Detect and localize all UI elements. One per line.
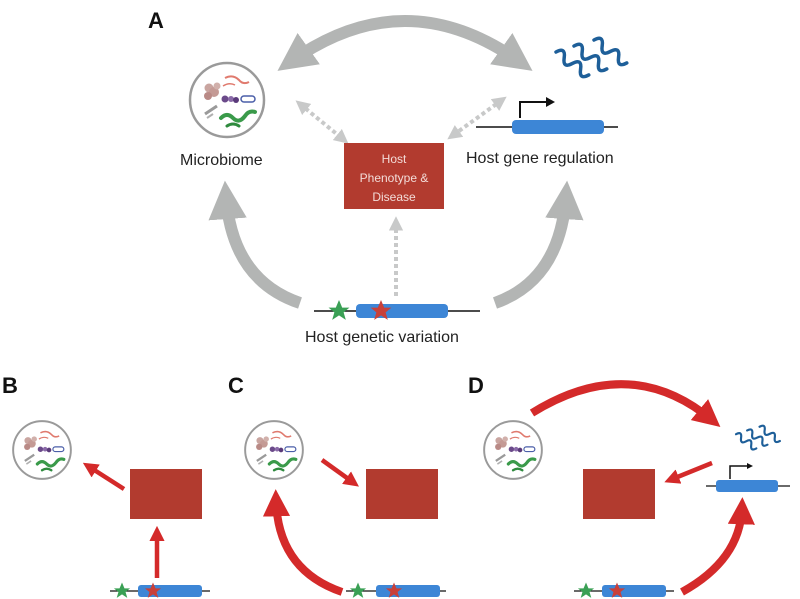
phenotype-label-line3: Disease <box>372 190 416 204</box>
microbiome-label: Microbiome <box>180 152 263 169</box>
panel-c-phenotype-box <box>366 469 438 519</box>
panel-d-letter: D <box>468 373 484 398</box>
panel-c-arrow-microbiome-to-phenotype <box>320 458 359 487</box>
host-gene-regulation-label: Host gene regulation <box>466 150 614 167</box>
rna-wave-icon <box>551 34 632 81</box>
host-genetic-variation-label: Host genetic variation <box>305 329 459 346</box>
panel-c-arrow-variation-to-microbiome <box>262 489 344 596</box>
green-star-icon <box>328 300 350 320</box>
host-genetic-variation-gene <box>314 300 480 320</box>
phenotype-label-line2: Phenotype & <box>360 171 429 185</box>
microbiome-circle-icon <box>188 61 266 139</box>
phenotype-box: Host Phenotype & Disease <box>344 143 444 209</box>
panel-c-letter: C <box>228 373 244 398</box>
panel-d-arrow-gene-regulation-to-phenotype <box>664 460 713 484</box>
panel-b-gene <box>110 582 210 598</box>
panel-c-gene <box>346 582 446 598</box>
panel-b-letter: B <box>2 373 18 398</box>
panel-d-promoter-arrow-icon <box>729 463 753 479</box>
panel-b-phenotype-box <box>130 469 202 519</box>
panel-d-gene-bar <box>706 480 790 492</box>
panel-b-arrow-phenotype-to-microbiome <box>82 462 126 491</box>
panel-a-letter: A <box>148 8 164 33</box>
promoter-arrow-icon <box>519 97 555 118</box>
dotted-arrow-microbiome-phenotype <box>295 100 349 144</box>
panel-d-phenotype-box <box>583 469 655 519</box>
panel-d-rna-wave-icon <box>733 423 783 453</box>
dotted-arrow-gene-regulation-phenotype <box>447 96 507 140</box>
panel-d-microbiome-icon <box>482 419 544 481</box>
panel-b-microbiome-icon <box>11 419 73 481</box>
arrow-microbiome-to-gene-regulation <box>277 15 533 71</box>
panel-d-arrow-microbiome-to-gene-regulation <box>529 380 721 427</box>
panel-d-gene <box>574 582 674 598</box>
arrow-variation-to-microbiome <box>208 180 303 309</box>
arrow-variation-to-gene-regulation <box>492 180 584 309</box>
gene-bar-icon <box>476 120 618 134</box>
panel-d-arrow-variation-to-gene-regulation <box>680 497 755 596</box>
phenotype-label-line1: Host <box>382 152 407 166</box>
panel-c-microbiome-icon <box>243 419 305 481</box>
